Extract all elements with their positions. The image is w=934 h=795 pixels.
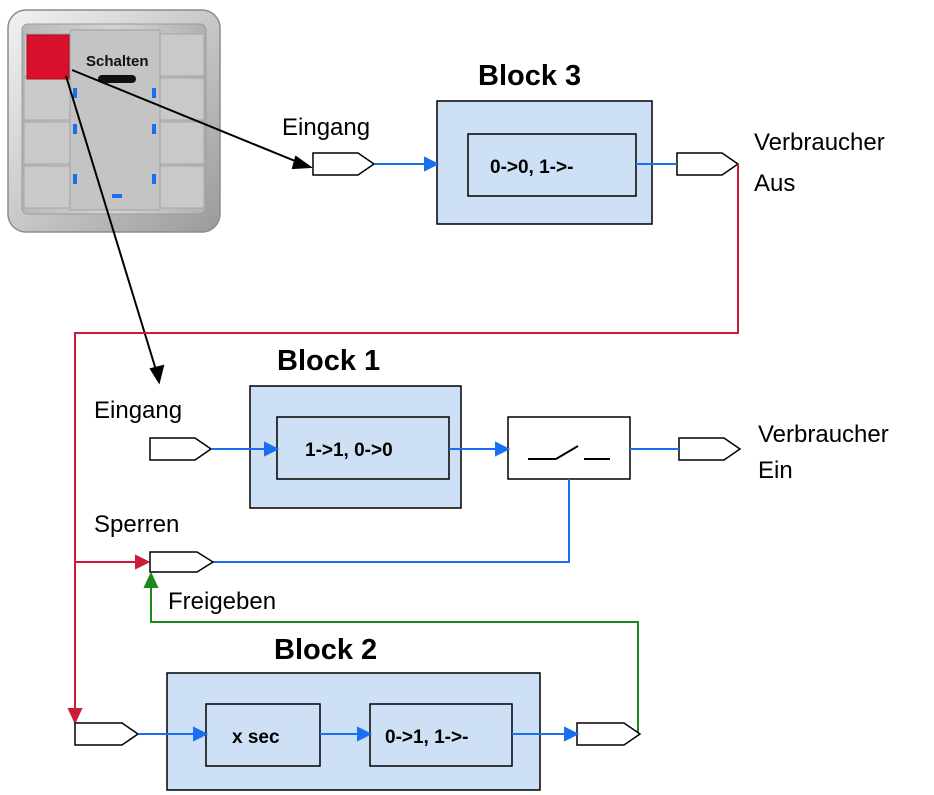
block3-output-port bbox=[676, 152, 740, 176]
switch-label: Schalten bbox=[86, 53, 149, 70]
block3-input-label: Eingang bbox=[282, 114, 370, 141]
block1-lock-label: Sperren bbox=[94, 511, 179, 538]
switch-button-active[interactable] bbox=[26, 34, 70, 80]
block2-function-box bbox=[369, 703, 513, 767]
block1-release-label: Freigeben bbox=[168, 588, 276, 615]
rocker-right-4[interactable] bbox=[159, 165, 205, 209]
block2-flow bbox=[138, 726, 580, 742]
switch-arrows bbox=[65, 69, 313, 385]
block3-function-box bbox=[467, 133, 637, 197]
block1-flow bbox=[211, 441, 679, 563]
block2-function: 0->1, 1->- bbox=[385, 727, 468, 748]
block1-lock-port bbox=[149, 551, 215, 573]
rocker-right-3[interactable] bbox=[159, 121, 205, 165]
wall-switch: Schalten bbox=[7, 9, 221, 233]
gate-switch-box bbox=[507, 416, 631, 480]
block2-timer: x sec bbox=[232, 727, 280, 748]
switch-markers bbox=[73, 88, 156, 198]
block3-output-label-line2: Aus bbox=[754, 170, 795, 197]
block3-output-label-line1: Verbraucher bbox=[754, 129, 885, 156]
block1-input-label: Eingang bbox=[94, 397, 182, 424]
block3-flow bbox=[374, 156, 677, 172]
block3-input-port bbox=[312, 152, 376, 176]
block2-title: Block 2 bbox=[274, 634, 377, 666]
rocker-left-3[interactable] bbox=[23, 121, 71, 165]
gate-switch-icon bbox=[528, 445, 610, 460]
block2-input-port bbox=[74, 722, 140, 746]
block1-input-port bbox=[149, 437, 213, 461]
rocker-left-2[interactable] bbox=[23, 77, 71, 121]
block3-function: 0->0, 1->- bbox=[490, 157, 573, 178]
block1-output-label-line1: Verbraucher bbox=[758, 421, 889, 448]
block1-function-box bbox=[276, 416, 450, 480]
block3-title: Block 3 bbox=[478, 60, 581, 92]
release-line bbox=[143, 571, 639, 733]
rocker-right-2[interactable] bbox=[159, 77, 205, 121]
block1-title: Block 1 bbox=[277, 345, 380, 377]
rocker-right-1[interactable] bbox=[159, 33, 205, 77]
block3-feedback-line bbox=[67, 164, 739, 725]
block1-output-port bbox=[678, 437, 742, 461]
block1-function: 1->1, 0->0 bbox=[305, 440, 393, 461]
block2-timer-box bbox=[205, 703, 321, 767]
block1-output-label-line2: Ein bbox=[758, 457, 793, 484]
switch-led bbox=[98, 75, 136, 83]
rocker-left-4[interactable] bbox=[23, 165, 71, 209]
block2-output-port bbox=[576, 722, 642, 746]
